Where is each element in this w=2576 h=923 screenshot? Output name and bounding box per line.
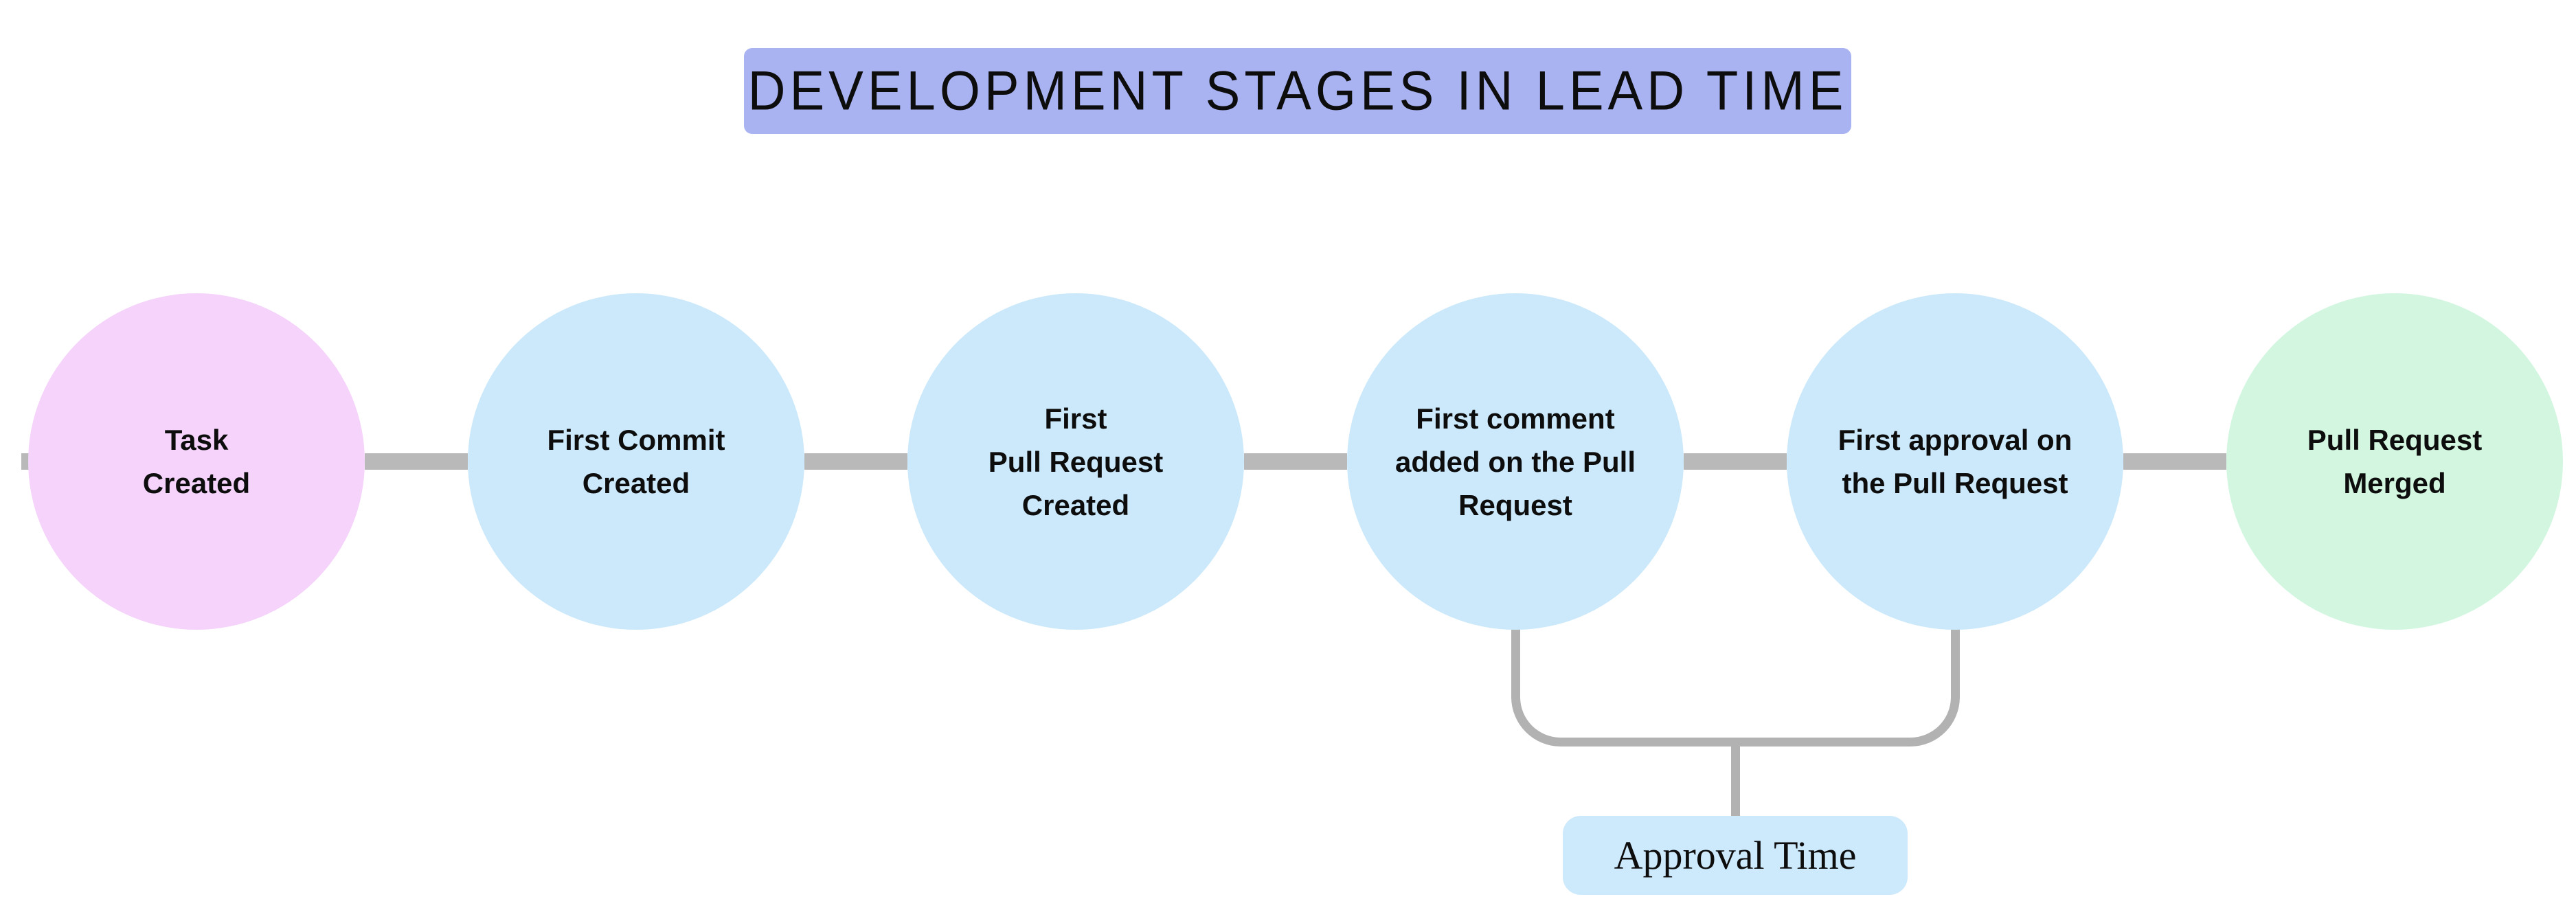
- approval-time-bracket-stem: [1731, 747, 1740, 816]
- connector-line: [1684, 453, 1787, 470]
- title-banner: DEVELOPMENT STAGES IN LEAD TIME: [744, 48, 1851, 134]
- stage-circle-first-commit: First Commit Created: [468, 293, 804, 630]
- page-title: DEVELOPMENT STAGES IN LEAD TIME: [747, 60, 1848, 122]
- stage-label: First approval on the Pull Request: [1838, 424, 2072, 499]
- stages-row: Task Created First Commit Created First …: [28, 293, 2563, 630]
- approval-time-label-box: Approval Time: [1563, 816, 1908, 895]
- stage-label: First comment added on the Pull Request: [1394, 402, 1636, 521]
- connector-line: [1244, 453, 1347, 470]
- stage-circle-pull-request-merged: Pull Request Merged: [2226, 293, 2563, 630]
- stage-circle-first-approval: First approval on the Pull Request: [1787, 293, 2123, 630]
- stage-label: Pull Request Merged: [2307, 424, 2483, 499]
- connector-line: [804, 453, 907, 470]
- stage-circle-task-created: Task Created: [28, 293, 365, 630]
- stage-circle-first-comment: First comment added on the Pull Request: [1347, 293, 1684, 630]
- connector-stub: [21, 453, 30, 470]
- approval-time-label: Approval Time: [1614, 833, 1857, 878]
- stage-label: First Pull Request Created: [988, 402, 1164, 521]
- connector-line: [365, 453, 468, 470]
- approval-time-bracket: [1511, 625, 1960, 747]
- stage-label: First Commit Created: [547, 424, 725, 499]
- stage-circle-first-pull-request: First Pull Request Created: [907, 293, 1244, 630]
- stage-label: Task Created: [142, 424, 251, 499]
- connector-line: [2123, 453, 2226, 470]
